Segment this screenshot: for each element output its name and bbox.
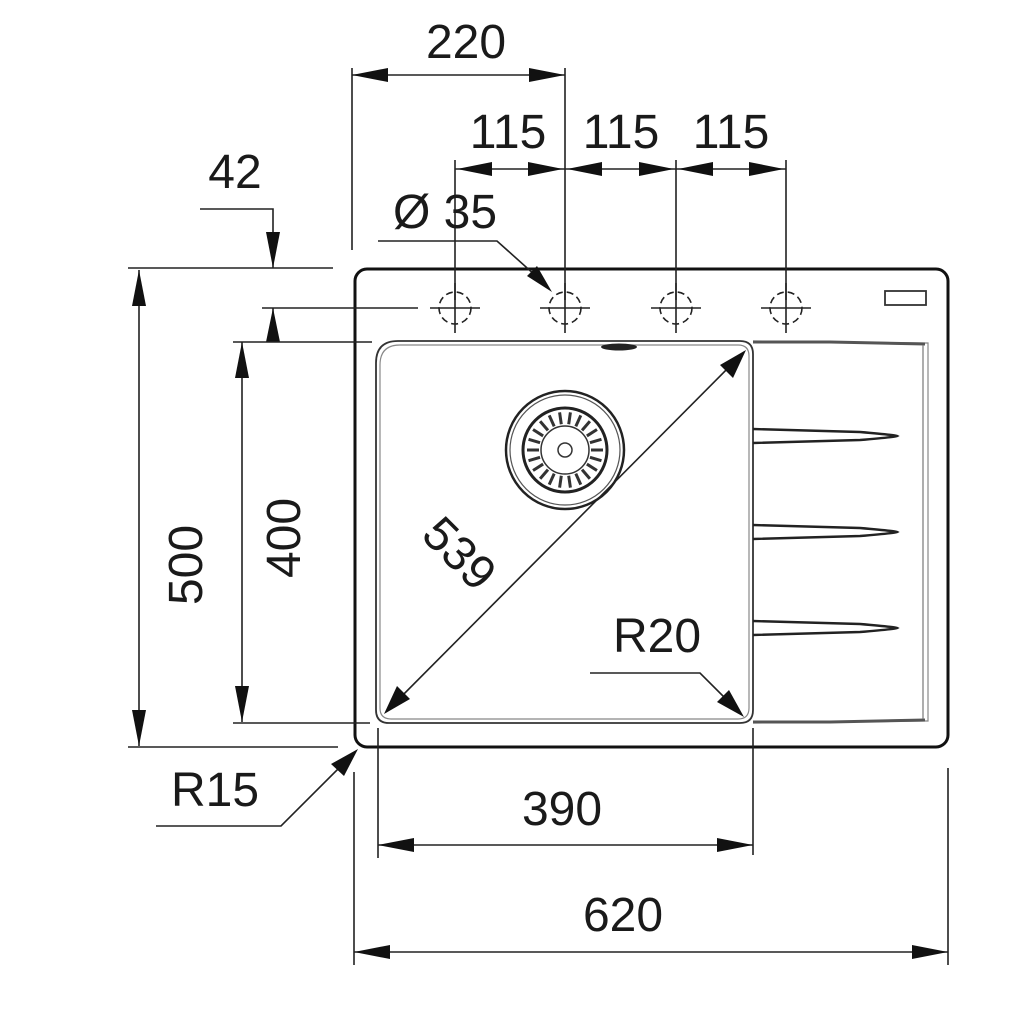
bowl-inner-outline <box>379 344 750 720</box>
strainer-slot <box>528 455 541 463</box>
strainer-slot <box>567 475 572 488</box>
strainer-slot <box>567 412 572 425</box>
strainer-slot <box>589 455 602 463</box>
strainer-slot <box>574 473 583 486</box>
tap-marker-slot <box>884 290 927 306</box>
drainboard-rib <box>752 427 900 445</box>
strainer-slot <box>574 414 583 427</box>
drainboard-rib <box>752 619 900 637</box>
leader-r20 <box>590 672 733 706</box>
dim-label-115-a: 115 <box>470 106 547 159</box>
drainboard-outline <box>752 340 929 724</box>
strainer-slot <box>589 437 602 445</box>
strainer-slot <box>580 420 592 432</box>
dim-label-400: 400 <box>258 498 311 578</box>
dim-label-diameter-35: Ø 35 <box>393 186 497 239</box>
strainer-slot <box>558 475 563 488</box>
drainboard-top-edge <box>753 340 926 346</box>
leader-r15 <box>156 761 346 827</box>
dim-label-220: 220 <box>426 16 506 69</box>
strainer-slot <box>580 468 592 480</box>
strainer-slot <box>586 462 598 472</box>
strainer-slot <box>528 437 541 445</box>
strainer-slot <box>538 420 550 432</box>
dim-label-r15: R15 <box>171 764 259 817</box>
strainer-slot <box>547 414 556 427</box>
dim-label-500: 500 <box>160 525 213 605</box>
dim-line-539 <box>385 351 745 713</box>
dim-label-r20: R20 <box>613 610 701 663</box>
dim-label-390: 390 <box>522 783 602 836</box>
dim-label-539: 539 <box>412 507 506 601</box>
dim-label-620: 620 <box>583 889 663 942</box>
leader-diameter-35 <box>378 240 546 285</box>
drainboard-rib <box>752 523 900 541</box>
dim-label-115-b: 115 <box>583 106 660 159</box>
overflow-slot <box>601 343 637 351</box>
strainer-slot <box>558 412 563 425</box>
strainer-slot <box>586 428 598 438</box>
strainer-slot <box>538 468 550 480</box>
strainer-slot <box>532 462 544 472</box>
dim-label-42: 42 <box>208 146 261 199</box>
bowl-outline <box>375 340 754 724</box>
dim-label-115-c: 115 <box>693 106 770 159</box>
drain-strainer-icon <box>504 389 626 511</box>
strainer-slot <box>547 473 556 486</box>
drainboard-bottom-edge <box>753 718 926 724</box>
strainer-slot <box>532 428 544 438</box>
sink-outline <box>353 267 950 749</box>
